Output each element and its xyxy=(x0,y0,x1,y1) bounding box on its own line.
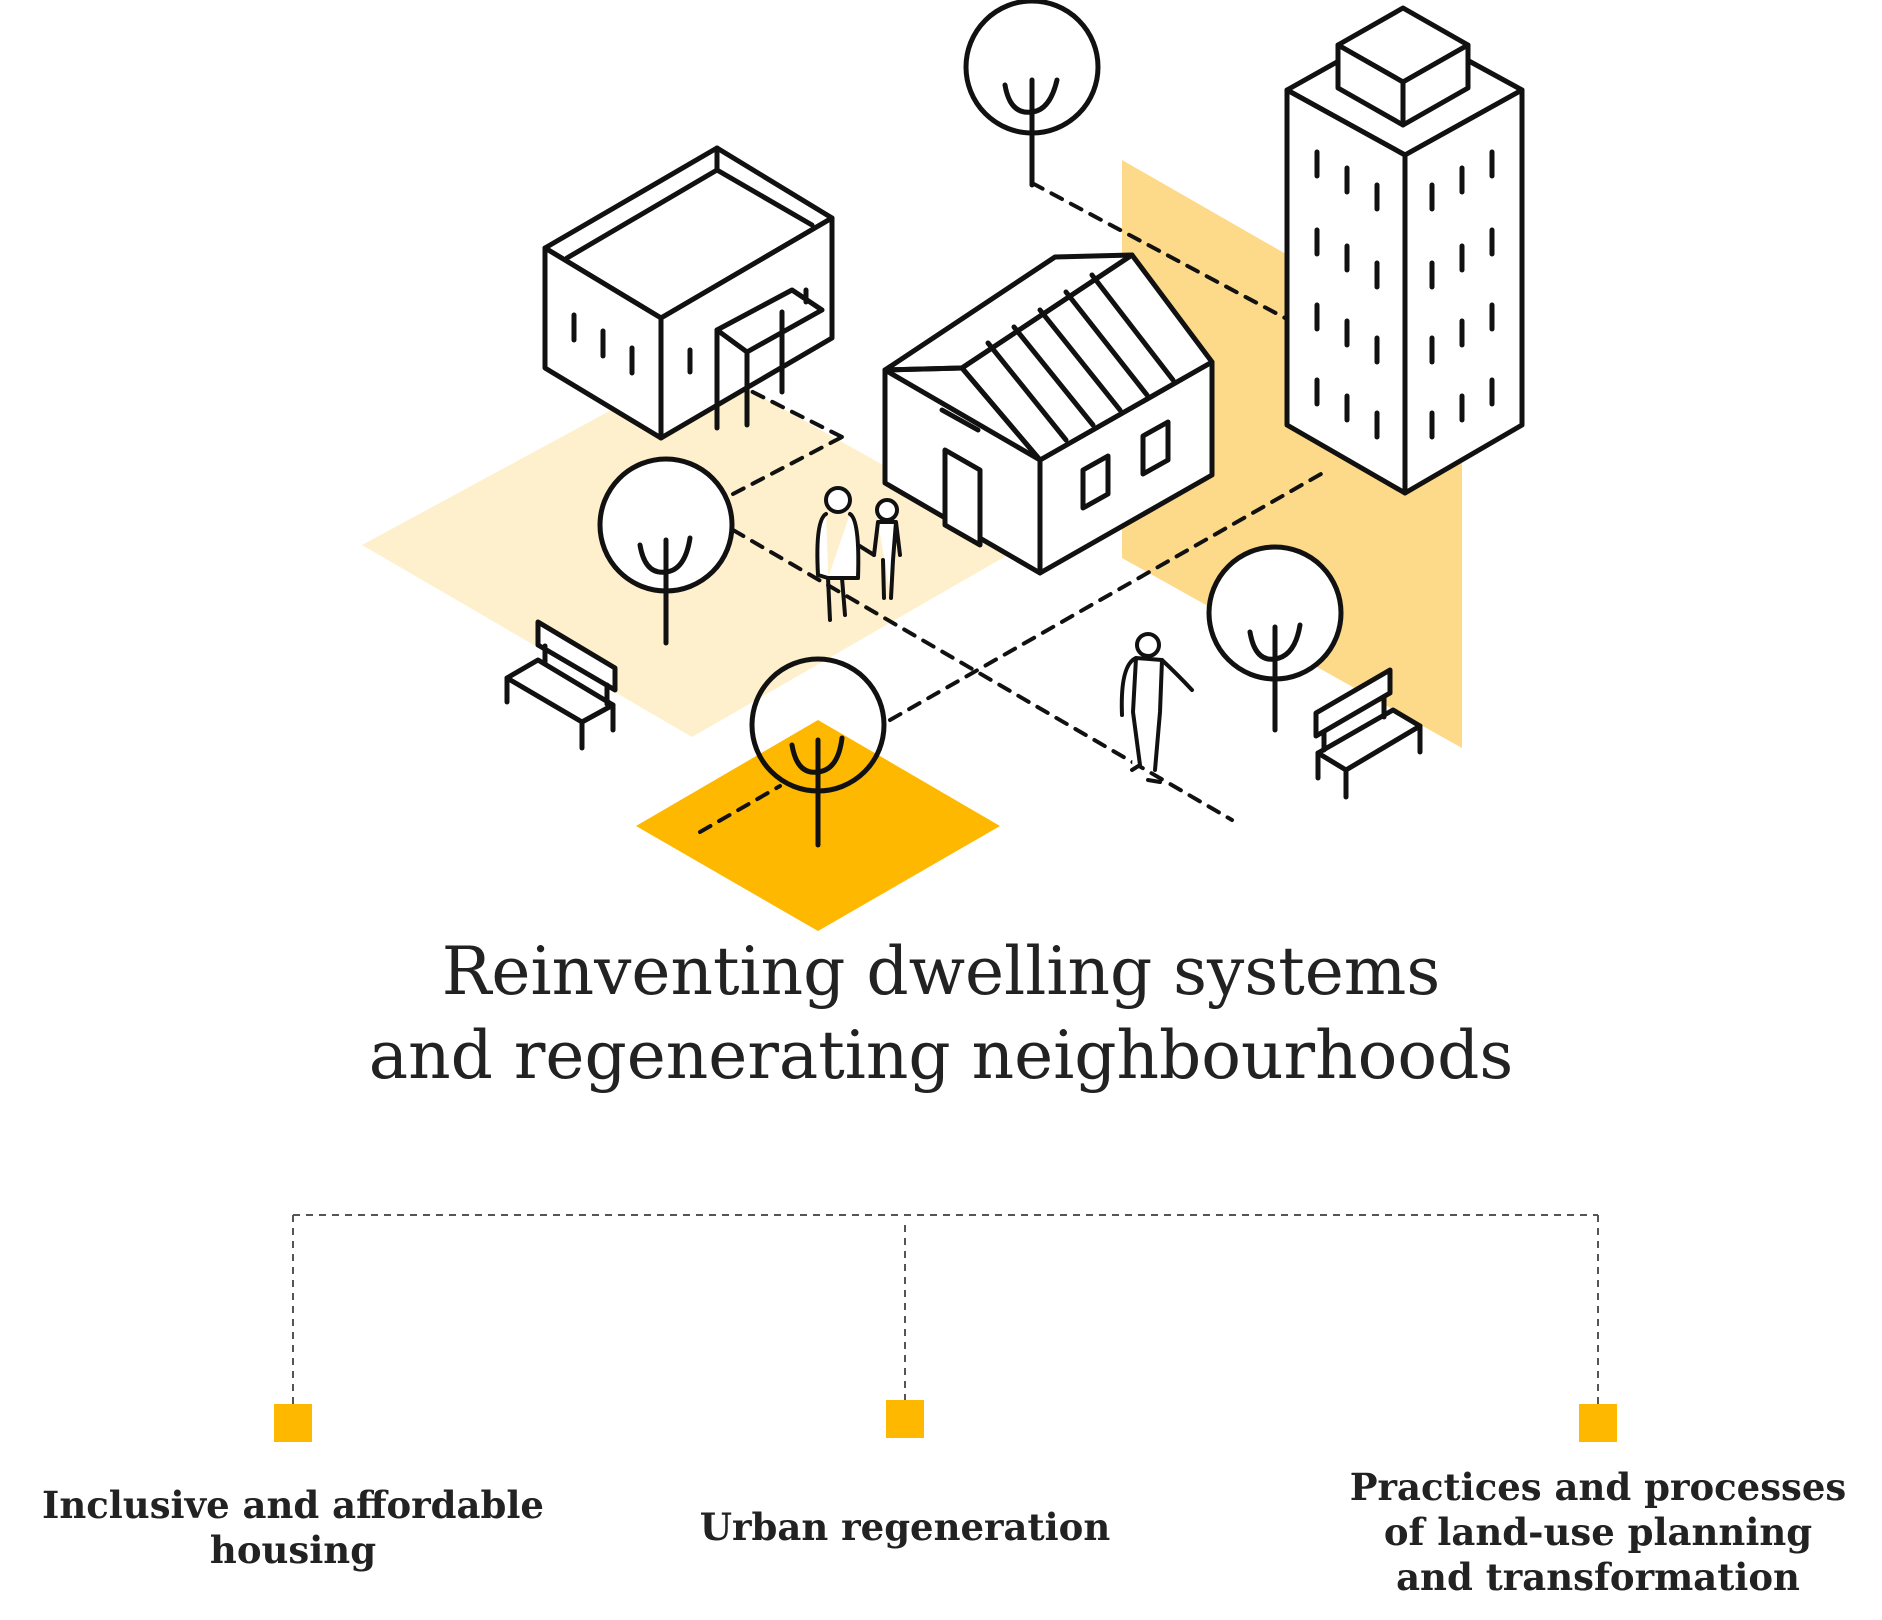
page-title: Reinventing dwelling systems and regener… xyxy=(0,930,1882,1098)
title-line-2: and regenerating neighbourhoods xyxy=(368,1017,1514,1094)
topic-connector-lines xyxy=(292,1214,1599,1404)
commercial-building-icon xyxy=(542,145,835,441)
tree-icon xyxy=(749,656,887,848)
tree-icon xyxy=(597,456,735,646)
topic-node-3 xyxy=(1579,1404,1617,1442)
tree-icon xyxy=(1206,544,1344,733)
title-line-1: Reinventing dwelling systems xyxy=(441,933,1441,1010)
tower-building-icon xyxy=(1284,5,1525,496)
dashed-paths xyxy=(698,181,1330,834)
topic-label-line: Urban regeneration xyxy=(699,1505,1111,1549)
topic-label-inclusive-housing: Inclusive and affordable housing xyxy=(13,1483,573,1573)
bench-icon xyxy=(1313,667,1423,800)
tree-icon xyxy=(963,0,1101,188)
topic-label-line: and transformation xyxy=(1396,1555,1800,1599)
topic-label-land-use-planning: Practices and processes of land-use plan… xyxy=(1318,1465,1878,1600)
topic-node-2 xyxy=(886,1400,924,1438)
topic-label-line: housing xyxy=(209,1528,377,1572)
walking-person-icon xyxy=(1119,632,1194,784)
bench-icon xyxy=(504,619,618,751)
topic-label-urban-regeneration: Urban regeneration xyxy=(625,1505,1185,1550)
topic-label-line: Practices and processes xyxy=(1349,1465,1847,1509)
house-icon xyxy=(882,252,1215,576)
topic-node-1 xyxy=(274,1404,312,1442)
topic-label-line: Inclusive and affordable xyxy=(42,1483,544,1527)
topic-label-line: of land-use planning xyxy=(1383,1510,1813,1554)
tower-windows xyxy=(1314,149,1495,440)
neighbourhood-illustration xyxy=(362,0,1525,931)
couple-icon xyxy=(815,486,902,622)
